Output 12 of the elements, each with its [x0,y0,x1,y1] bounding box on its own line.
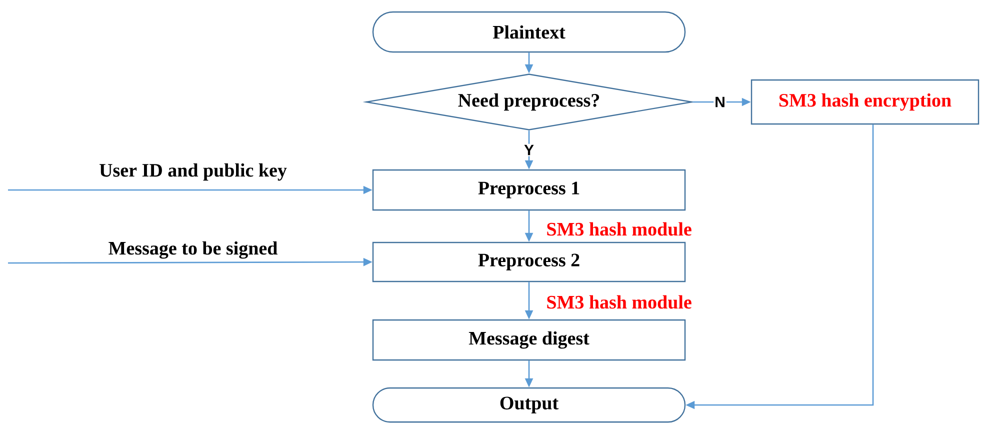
process-box: Preprocess 2 [372,242,686,282]
edge-label: SM3 hash module [547,222,692,236]
edge-label: SM3 hash module [547,295,692,309]
process-box: Preprocess 1 [372,169,686,211]
edge-label: Y [523,144,536,156]
terminal-box: Output [372,387,686,423]
process-box: SM3 hash encryption [750,79,980,125]
edge-label: Message to be signed [108,241,278,259]
process-box: Message digest [372,319,686,361]
edge-label: N [714,96,726,108]
edge-label: User ID and public key [100,163,287,181]
terminal-box: Plaintext [372,11,686,53]
